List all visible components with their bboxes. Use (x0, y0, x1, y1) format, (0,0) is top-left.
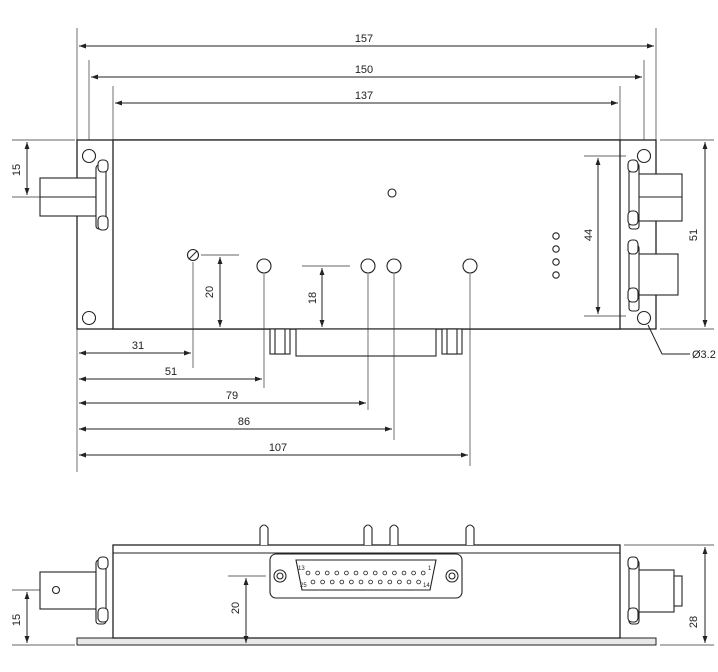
dsub-pin-13 (305, 570, 311, 576)
hole-diameter-label: Ø3.2 (692, 349, 716, 361)
dsub-pin-11 (324, 570, 330, 576)
dsub-pin-14 (416, 579, 421, 585)
indicator-hole-3 (386, 258, 402, 274)
dsub-pin-17 (387, 579, 393, 585)
indicator-hole-4 (462, 258, 478, 274)
dsub-pin-22 (339, 579, 345, 585)
dim-107-label: 107 (269, 442, 287, 454)
pin-label-13: 13 (298, 566, 305, 572)
dsub-pin-21 (349, 579, 354, 585)
status-led-3 (552, 258, 560, 266)
dim-20-side-label: 20 (230, 602, 242, 614)
dsub-pin-18 (377, 579, 383, 585)
dim-28-label: 28 (688, 616, 700, 628)
dsub-pin-19 (368, 579, 373, 585)
dsub-pin-25 (310, 579, 316, 585)
top-view: 157 150 137 15 44 51 Ø3.2 20 18 (11, 28, 716, 472)
dim-20-pot-label: 20 (204, 286, 216, 298)
dsub-pin-12 (315, 570, 320, 576)
side-view: 13 1 25 14 15 20 28 (11, 524, 714, 646)
dim-44-label: 44 (583, 229, 595, 241)
potentiometer (186, 248, 200, 262)
dim-79-label: 79 (226, 390, 238, 402)
dsub-pin-24 (320, 579, 325, 585)
dsub-pin-2 (411, 570, 416, 576)
dsub-pin-4 (392, 570, 397, 576)
side-bnc-left (39, 556, 109, 625)
dim-51-right-label: 51 (688, 229, 700, 241)
indicator-hole-2 (360, 258, 376, 274)
dim-150-label: 150 (355, 64, 373, 76)
dsub-pin-array (305, 570, 426, 585)
dim-15-top-label: 15 (11, 164, 23, 176)
power-connector-right-lower (627, 239, 679, 312)
pin-label-1: 1 (428, 566, 432, 572)
dim-15-side-label: 15 (11, 614, 23, 626)
dsub-connector-top-view (269, 328, 463, 357)
dim-157-label: 157 (355, 33, 373, 45)
dim-18-label: 18 (307, 292, 319, 304)
status-led-4 (552, 271, 560, 279)
bnc-connector-right-upper (627, 159, 683, 230)
hole-diameter-leader (647, 324, 663, 355)
mounting-hole-bottom-left (81, 310, 97, 326)
mounting-hole-top-left (81, 148, 97, 164)
dim-51-bottom-label: 51 (165, 366, 177, 378)
dsub-pin-6 (372, 570, 378, 576)
dsub-pin-16 (397, 579, 402, 585)
status-led-2 (552, 245, 560, 253)
dsub-pin-9 (344, 570, 349, 576)
indicator-hole-1 (256, 258, 272, 274)
dsub-pin-3 (401, 570, 407, 576)
dim-137-label: 137 (355, 90, 373, 102)
dsub-pin-5 (382, 570, 388, 576)
mounting-hole-bottom-right (636, 310, 652, 326)
dsub-25-connector: 13 1 25 14 (269, 553, 463, 599)
dsub-pin-15 (406, 579, 412, 585)
pin-label-25: 25 (300, 583, 307, 589)
dim-86-label: 86 (238, 416, 250, 428)
dsub-pin-23 (329, 579, 335, 585)
dim-31-label: 31 (132, 340, 144, 352)
main-body (112, 139, 621, 330)
dsub-pin-8 (353, 570, 359, 576)
dsub-pin-20 (358, 579, 364, 585)
center-screw-hole (387, 188, 397, 198)
mounting-hole-top-right (636, 148, 652, 164)
side-connector-right (627, 556, 683, 625)
bnc-connector-left (39, 159, 109, 231)
status-led-1 (552, 232, 560, 240)
dsub-pin-7 (363, 570, 368, 576)
dsub-pin-10 (334, 570, 340, 576)
pin-label-14: 14 (423, 583, 430, 589)
side-top-pins (259, 524, 475, 545)
dsub-pin-1 (420, 570, 426, 576)
side-base-plate (76, 637, 657, 646)
